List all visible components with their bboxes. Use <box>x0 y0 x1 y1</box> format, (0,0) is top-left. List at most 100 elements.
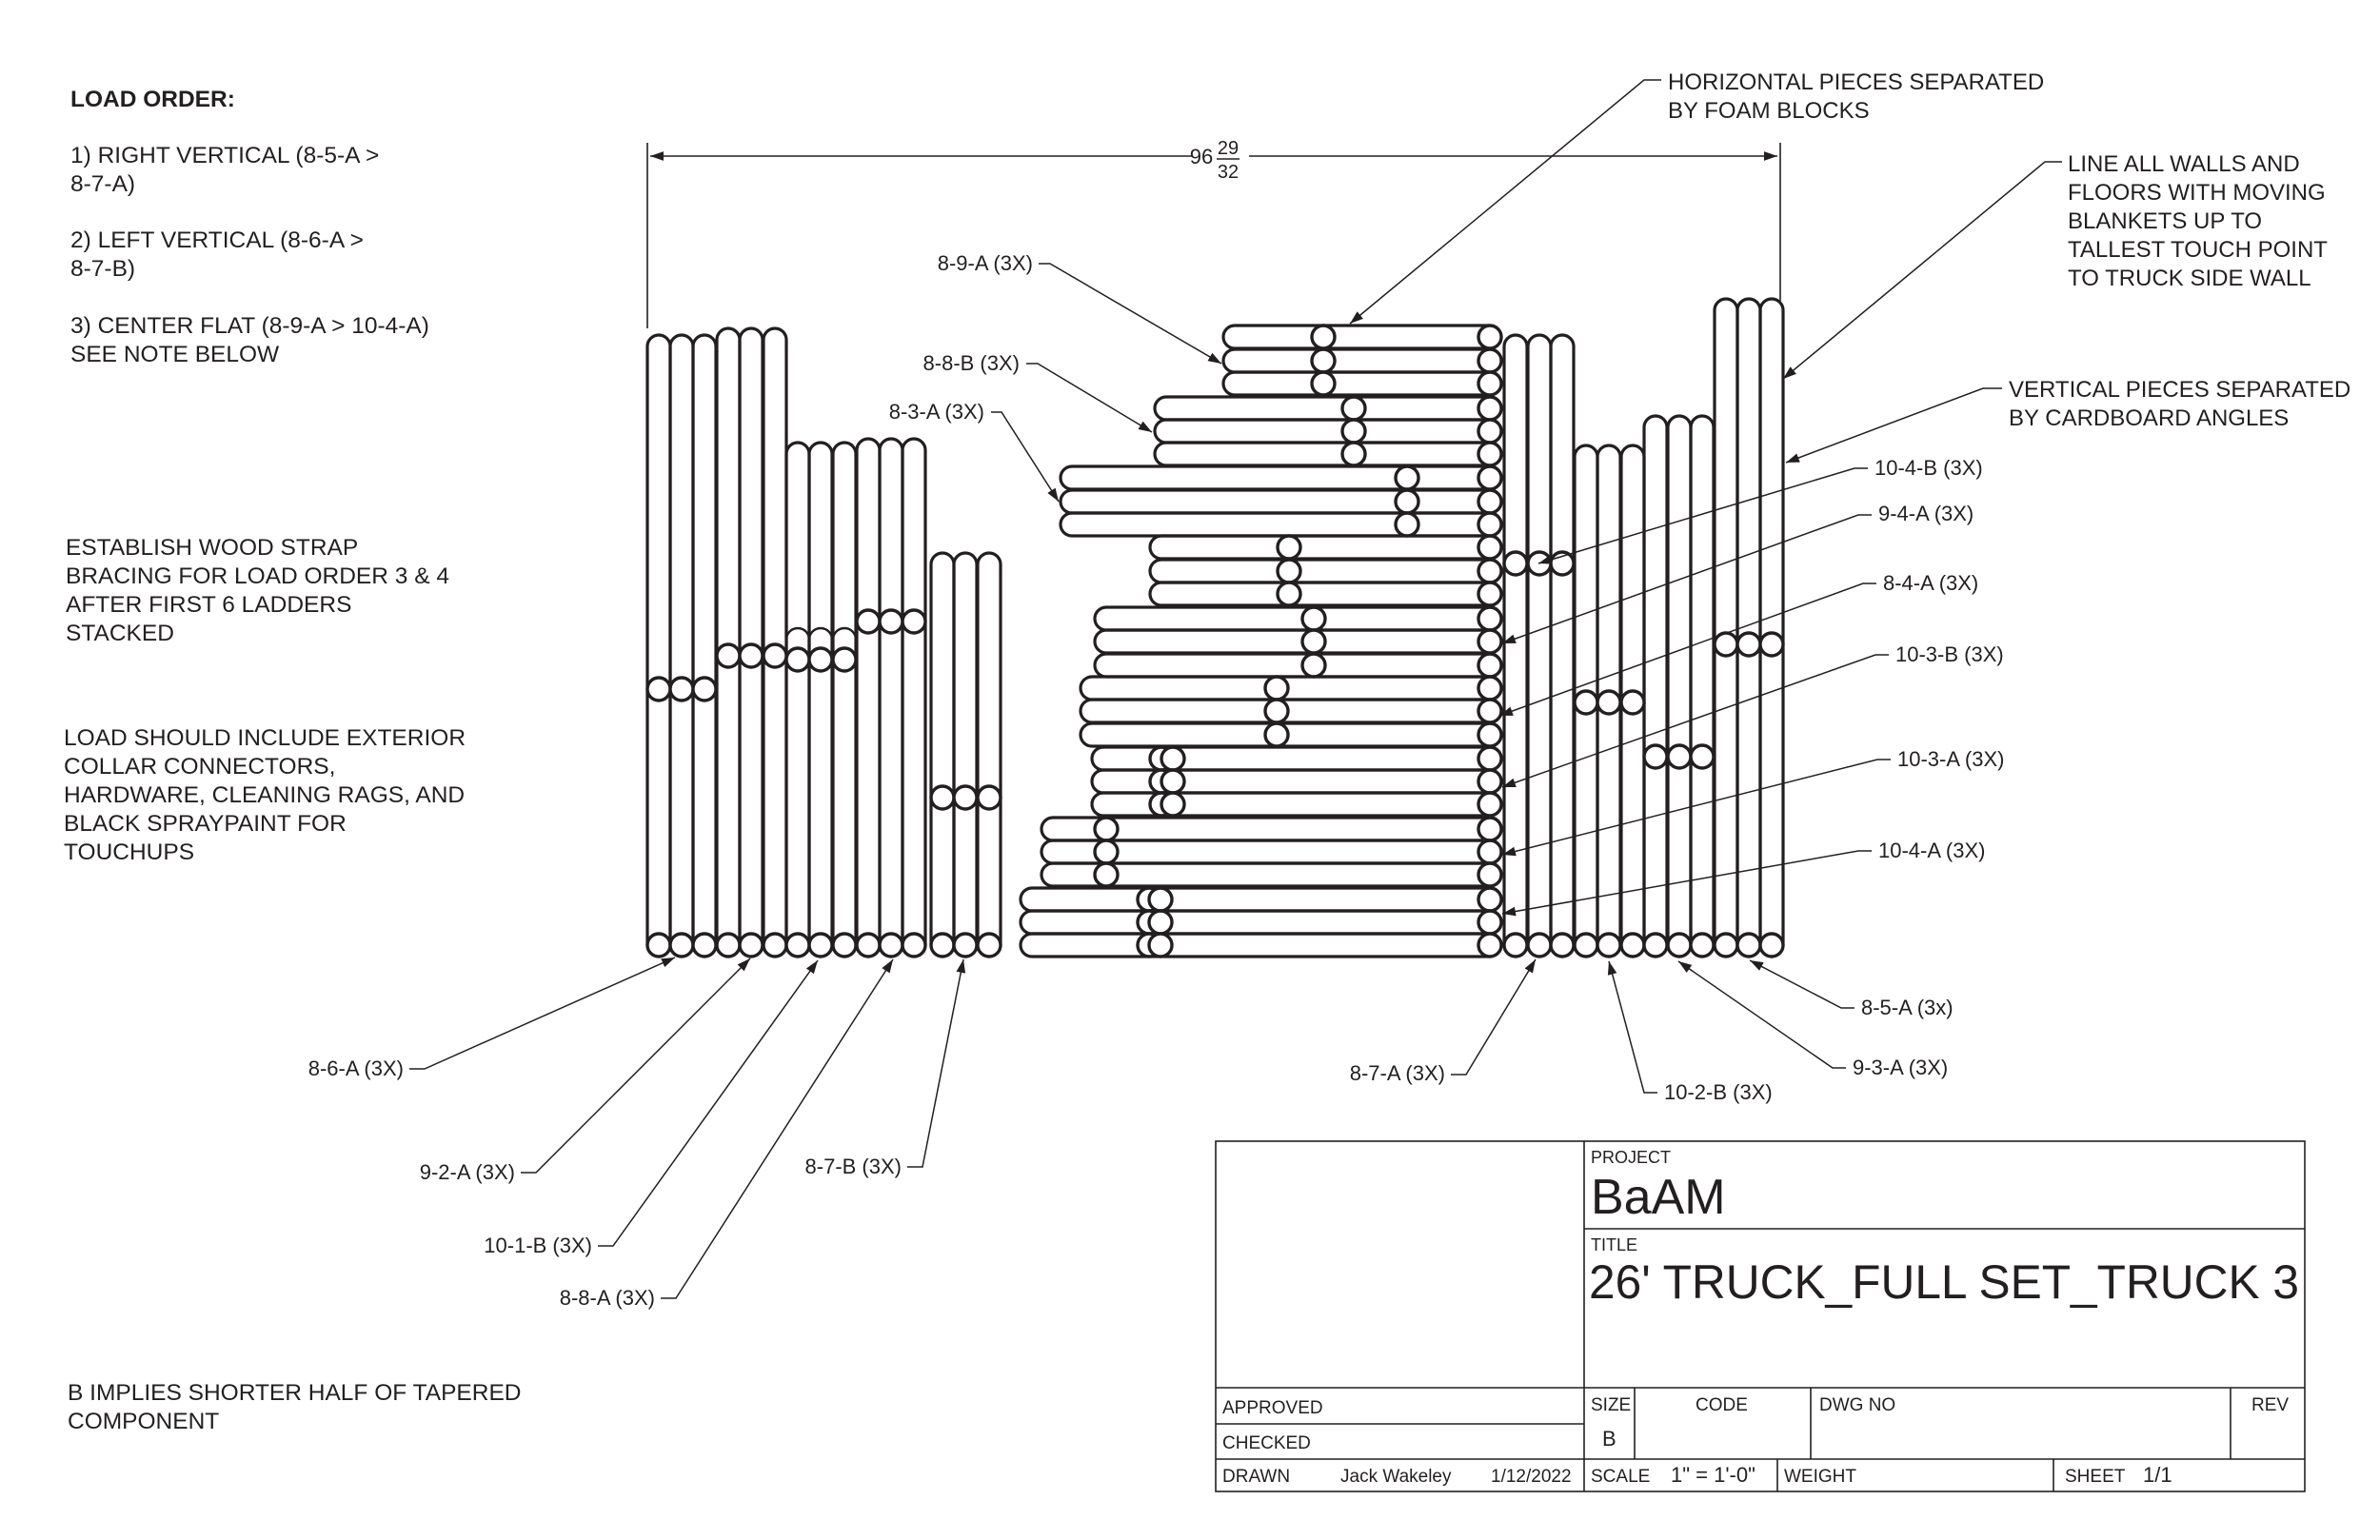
callout-vertical-line-1: VERTICAL PIECES SEPARATED <box>2009 377 2350 403</box>
tube-outline <box>1019 909 1490 936</box>
horizontal-tube <box>1221 370 1503 397</box>
tube-outline <box>715 326 742 945</box>
tube-outline <box>1090 791 1490 818</box>
tube-end-circle <box>1477 861 1503 888</box>
scale-label: SCALE <box>1591 1467 1650 1487</box>
tube-outline <box>762 326 788 945</box>
spacer-block <box>1596 689 1622 716</box>
spacer-block <box>1758 631 1785 658</box>
foam-block <box>1276 534 1302 561</box>
spacer-block <box>1689 743 1716 770</box>
dimension-numerator: 29 <box>1218 138 1239 159</box>
foam-block <box>1160 791 1186 818</box>
tube-end-circle <box>1477 347 1503 374</box>
horizontal-tube <box>1153 395 1503 422</box>
horizontal-tube <box>1079 721 1503 748</box>
rev-label: REV <box>2251 1395 2289 1415</box>
vertical-tube <box>855 437 882 958</box>
horizontal-tube <box>1153 418 1503 444</box>
tube-outline <box>1713 297 1739 945</box>
tube-outline <box>1153 418 1490 444</box>
spacer-block <box>952 784 979 811</box>
overall-dimension <box>646 143 1781 328</box>
tube-outline <box>901 437 927 945</box>
label-9-4-a: 9-4-A (3X) <box>1878 502 1973 525</box>
dwg-no-label: DWG NO <box>1819 1395 1895 1415</box>
tube-end-circle <box>1689 932 1716 958</box>
horizontal-tube <box>1221 347 1503 374</box>
foam-block <box>1276 581 1302 607</box>
project-label: PROJECT <box>1591 1148 1671 1167</box>
vertical-tube <box>691 333 718 958</box>
title-block <box>1215 1140 2306 1492</box>
horizontal-tube <box>1019 909 1503 936</box>
tube-end-circle <box>1735 932 1762 958</box>
vertical-tube <box>1502 333 1529 958</box>
vertical-tube <box>901 437 927 958</box>
horizontal-tube <box>1019 932 1503 958</box>
tube-outline <box>668 333 695 945</box>
foam-block <box>1340 418 1367 444</box>
tube-end-circle <box>1619 932 1646 958</box>
label-10-3-a: 10-3-A (3X) <box>1897 747 2005 771</box>
tube-outline <box>1059 488 1490 515</box>
label-8-5-a: 8-5-A (3x) <box>1861 996 1954 1019</box>
tube-outline <box>1059 464 1490 491</box>
tube-outline <box>952 551 979 945</box>
spacer-block <box>762 642 788 669</box>
spacer-block <box>715 642 742 669</box>
leader-line <box>1501 514 1872 644</box>
spacer-block <box>976 784 1002 811</box>
label-8-8-a: 8-8-A (3X) <box>560 1286 655 1310</box>
tube-end-circle <box>1477 909 1503 936</box>
horizontal-tube <box>1148 581 1503 607</box>
tube-end-circle <box>1477 324 1503 350</box>
tube-end-circle <box>762 932 788 958</box>
vertical-tube <box>784 441 811 958</box>
tube-end-circle <box>807 932 834 958</box>
tube-end-circle <box>1477 558 1503 584</box>
sheet-label: SHEET <box>2065 1467 2126 1487</box>
label-8-8-b: 8-8-B (3X) <box>923 351 1020 375</box>
horizontal-tube <box>1019 886 1503 913</box>
tube-outline <box>976 551 1002 945</box>
angle-bump <box>831 626 858 641</box>
callout-blankets-line-4: TALLEST TOUCH POINT <box>2068 237 2328 263</box>
label-8-9-a: 8-9-A (3X) <box>938 251 1033 275</box>
tube-end-circle <box>668 932 695 958</box>
tube-outline <box>1221 370 1490 397</box>
tube-outline <box>1093 652 1490 679</box>
spacer-block <box>1619 689 1646 716</box>
leader-line <box>1498 582 1876 717</box>
label-10-2-b: 10-2-B (3X) <box>1664 1080 1773 1104</box>
vertical-tube <box>1666 414 1693 958</box>
foam-block <box>1394 488 1420 515</box>
tube-outline <box>878 437 904 945</box>
tube-outline <box>645 333 672 945</box>
leader-line <box>1607 960 1657 1094</box>
label-9-3-a: 9-3-A (3X) <box>1853 1056 1948 1079</box>
tube-end-circle <box>1477 395 1503 422</box>
label-8-7-a: 8-7-A (3X) <box>1350 1061 1445 1085</box>
spacer-block <box>1642 743 1669 770</box>
tube-end-circle <box>1477 418 1503 444</box>
vertical-tube <box>668 333 695 958</box>
leader-line <box>521 958 751 1174</box>
tube-end-circle <box>691 932 718 958</box>
spacer-block <box>691 676 718 702</box>
tube-outline <box>831 441 858 945</box>
tube-outline <box>784 441 811 945</box>
foam-block <box>1147 886 1174 913</box>
spacer-block <box>855 608 882 635</box>
foam-block <box>1394 464 1420 491</box>
tube-end-circle <box>1642 932 1669 958</box>
foam-block <box>1300 628 1327 655</box>
horizontal-tube <box>1093 628 1503 655</box>
vertical-tube <box>1549 333 1576 958</box>
code-label: CODE <box>1696 1395 1748 1415</box>
foam-block <box>1263 698 1290 724</box>
foam-block <box>1093 861 1120 888</box>
tube-end-circle <box>1758 932 1785 958</box>
tube-end-circle <box>645 932 672 958</box>
tube-outline <box>1526 333 1553 945</box>
